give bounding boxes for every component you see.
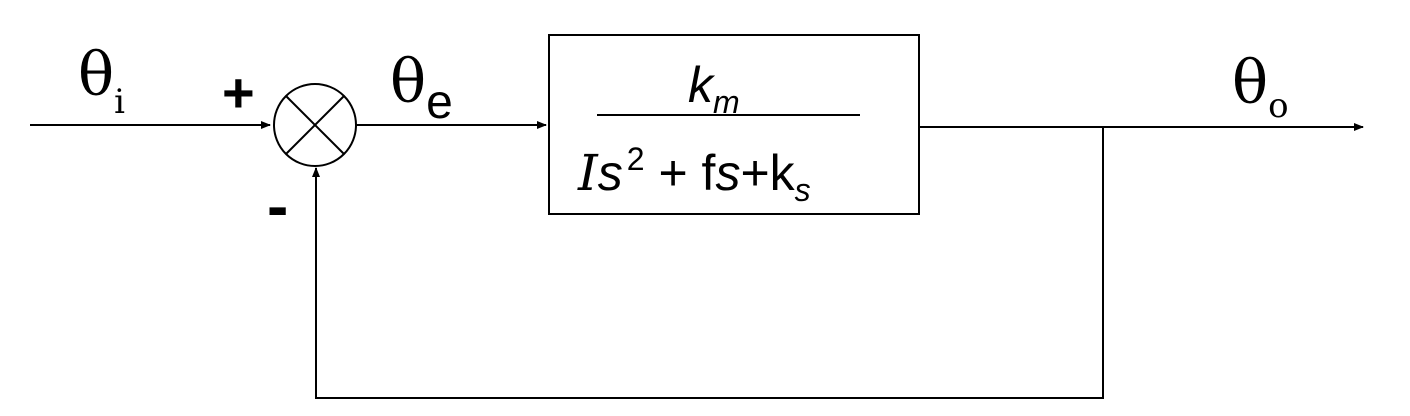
minus-sign: - bbox=[267, 170, 288, 242]
feedback-path bbox=[312, 127, 1104, 399]
output-label: θo bbox=[1232, 48, 1289, 126]
summing-junction-icon bbox=[273, 83, 357, 167]
plus-sign: + bbox=[222, 61, 255, 124]
error-label: θe bbox=[390, 47, 453, 129]
input-label: θi bbox=[78, 40, 125, 122]
transfer-function-block bbox=[548, 34, 920, 215]
